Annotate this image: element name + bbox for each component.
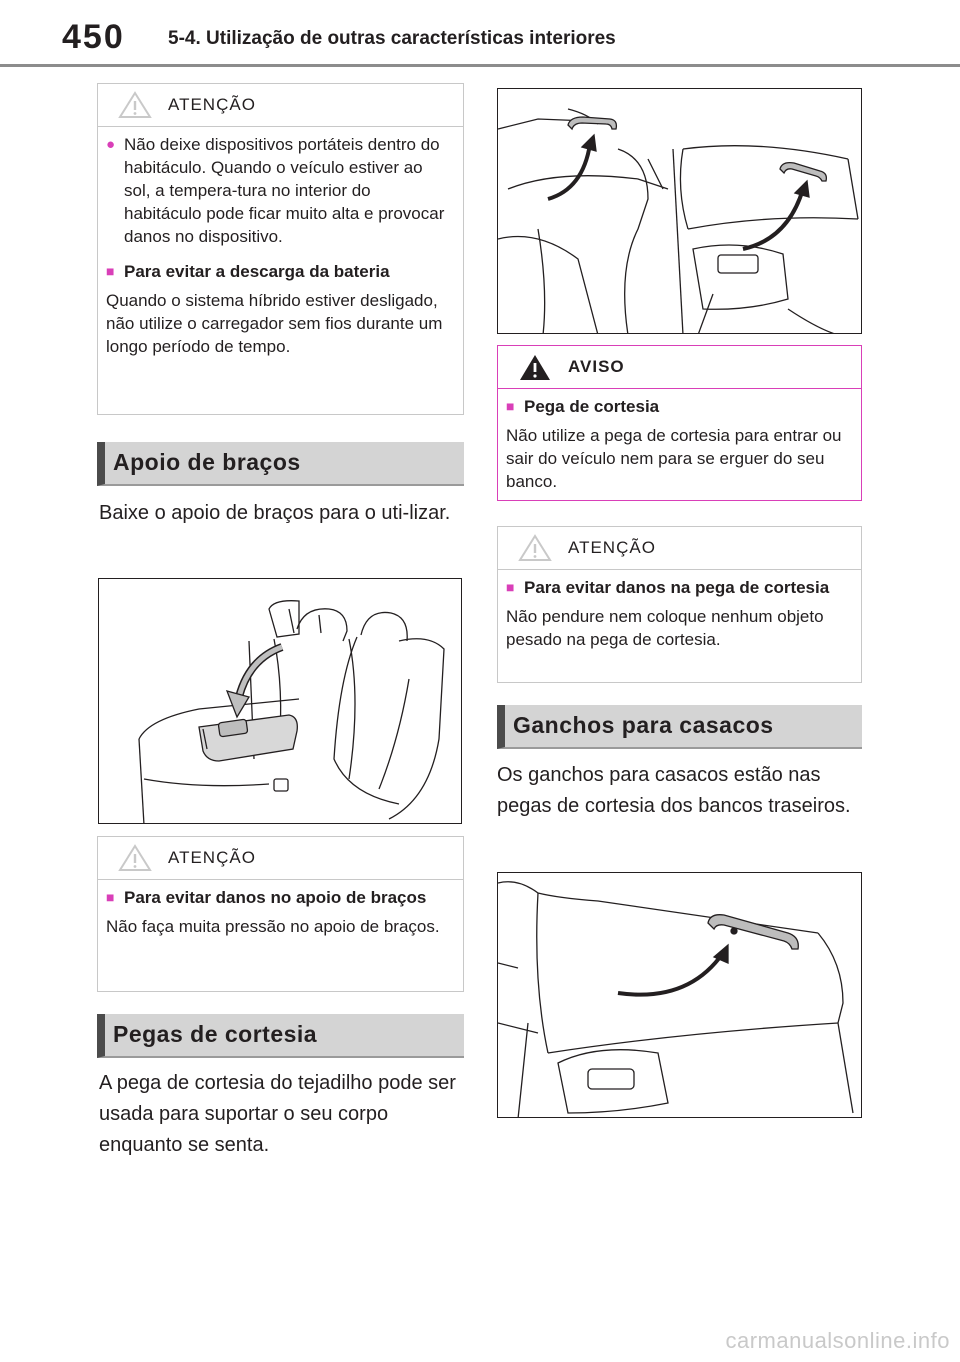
caution-text: Quando o sistema híbrido estiver desliga… [106,291,443,356]
warning-triangle-icon [520,355,550,380]
caution-header: ATENÇÃO [98,837,463,880]
header-divider [0,64,960,67]
list-item: ■ Para evitar a descarga da bateria [106,260,449,283]
square-bullet-icon: ■ [506,398,515,414]
grab-handles-illustration [497,88,862,334]
caution-triangle-icon [518,534,552,561]
coat-hooks-text: Os ganchos para casacos estão nas pegas … [497,764,851,817]
page-number: 450 [62,18,125,56]
list-item: ■ Pega de cortesia [506,395,847,418]
section-title: 5-4. Utilização de outras característica… [168,28,616,49]
square-bullet-icon: ■ [106,889,115,905]
warning-text: Não utilize a pega de cortesia para entr… [506,426,842,491]
caution-text: Não pendure nem coloque nenhum objeto pe… [506,607,824,649]
list-item: ■ Para evitar danos no apoio de braços [106,886,449,909]
bullet-icon: ● [106,136,116,153]
caution-label: ATENÇÃO [568,538,656,557]
caution-text: Não deixe dispositivos portáteis dentro … [124,135,445,246]
warning-subtitle: Pega de cortesia [524,397,660,416]
heading-coat-hooks: Ganchos para casacos [497,705,862,749]
list-item: ● Não deixe dispositivos portáteis dentr… [106,133,449,248]
caution-label: ATENÇÃO [168,95,256,114]
square-bullet-icon: ■ [106,263,115,279]
caution-box-portable-devices: ATENÇÃO ● Não deixe dispositivos portáte… [97,83,464,415]
caution-header: ATENÇÃO [98,84,463,127]
caution-label: ATENÇÃO [168,848,256,867]
armrest-text: Baixe o apoio de braços para o uti-lizar… [99,502,451,524]
square-bullet-icon: ■ [506,579,515,595]
watermark: carmanualsonline.info [725,1328,950,1353]
heading-grab-handles: Pegas de cortesia [97,1014,464,1058]
caution-header: ATENÇÃO [498,527,861,570]
armrest-illustration [98,578,462,824]
caution-subtitle: Para evitar a descarga da bateria [124,262,390,281]
heading-armrest: Apoio de braços [97,442,464,486]
caution-box-grab-handle: ATENÇÃO ■ Para evitar danos na pega de c… [497,526,862,683]
grab-handles-text: A pega de cortesia do tejadilho pode ser… [99,1072,456,1156]
coat-hooks-illustration [497,872,862,1118]
warning-label: AVISO [568,357,625,376]
caution-triangle-icon [118,844,152,871]
caution-box-armrest: ATENÇÃO ■ Para evitar danos no apoio de … [97,836,464,992]
warning-header: AVISO [498,346,861,389]
caution-subtitle: Para evitar danos no apoio de braços [124,888,427,907]
warning-box-grab-handle: AVISO ■ Pega de cortesia Não utilize a p… [497,345,862,501]
list-item: ■ Para evitar danos na pega de cortesia [506,576,847,599]
caution-triangle-icon [118,91,152,118]
caution-text: Não faça muita pressão no apoio de braço… [106,917,440,936]
caution-subtitle: Para evitar danos na pega de cortesia [524,578,830,597]
